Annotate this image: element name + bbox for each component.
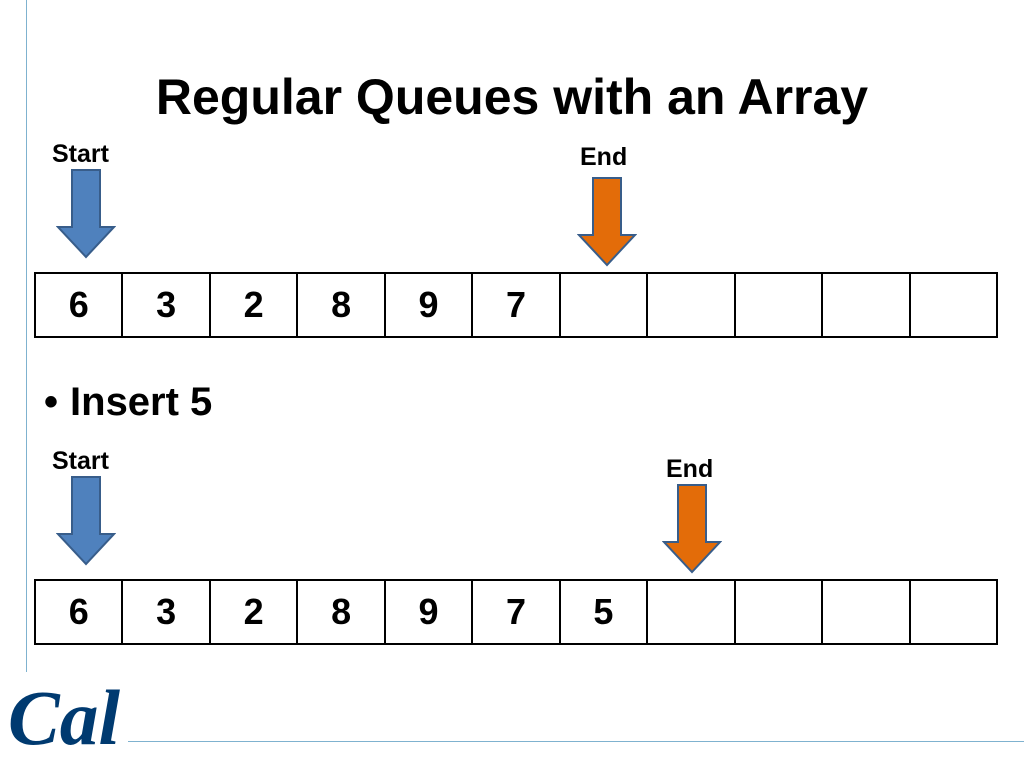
left-rule-line xyxy=(26,0,27,672)
array-cell xyxy=(911,274,996,336)
array-cell xyxy=(823,274,911,336)
array-cell xyxy=(911,581,996,643)
array-cell: 2 xyxy=(211,274,299,336)
array-cell xyxy=(736,274,824,336)
array-cell: 7 xyxy=(473,581,561,643)
array-cell: 3 xyxy=(123,274,211,336)
bullet-text: Insert 5 xyxy=(70,380,213,424)
end-arrow-2 xyxy=(662,484,722,574)
bottom-rule-line xyxy=(128,741,1024,742)
array-cell xyxy=(648,274,736,336)
array-cell: 9 xyxy=(386,581,474,643)
start-label-1: Start xyxy=(52,140,109,168)
start-label-2: Start xyxy=(52,447,109,475)
start-arrow-2 xyxy=(56,476,116,566)
array-cell xyxy=(736,581,824,643)
array-cell: 8 xyxy=(298,274,386,336)
cal-logo-text: Cal xyxy=(8,674,120,761)
end-arrow-1 xyxy=(577,177,637,267)
array-cell: 3 xyxy=(123,581,211,643)
array-cell xyxy=(561,274,649,336)
queue-array-1: 6 3 2 8 9 7 xyxy=(34,272,998,338)
array-cell: 8 xyxy=(298,581,386,643)
array-cell: 6 xyxy=(36,274,124,336)
array-cell: 7 xyxy=(473,274,561,336)
slide-title: Regular Queues with an Array xyxy=(155,69,869,125)
array-cell: 9 xyxy=(386,274,474,336)
bullet-insert: •Insert 5 xyxy=(44,374,212,430)
start-arrow-1 xyxy=(56,169,116,259)
array-cell xyxy=(823,581,911,643)
queue-array-2: 6 3 2 8 9 7 5 xyxy=(34,579,998,645)
array-cell: 2 xyxy=(211,581,299,643)
bullet-symbol: • xyxy=(44,380,59,424)
array-cell: 5 xyxy=(561,581,649,643)
array-cell xyxy=(648,581,736,643)
cal-logo: Cal xyxy=(8,674,120,761)
array-cell: 6 xyxy=(36,581,124,643)
end-label-1: End xyxy=(580,143,628,171)
end-label-2: End xyxy=(666,455,714,483)
